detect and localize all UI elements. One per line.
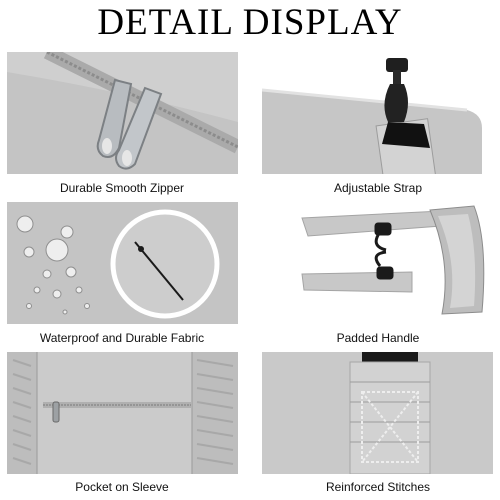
page-title: DETAIL DISPLAY	[97, 2, 403, 43]
strap-detail-image	[262, 52, 493, 174]
zipper-pull-right	[115, 86, 163, 170]
stitches-detail-image	[262, 352, 493, 474]
pocket-zipper	[43, 401, 191, 423]
caption-handle: Padded Handle	[336, 331, 420, 345]
zipper-detail-image	[7, 52, 238, 174]
strap-swivel-hook	[382, 58, 430, 148]
caption-zipper: Durable Smooth Zipper	[59, 181, 185, 195]
caption-pocket: Pocket on Sleeve	[75, 480, 169, 494]
handle-detail-image	[262, 202, 493, 324]
caption-fabric: Waterproof and Durable Fabric	[39, 331, 205, 345]
magnified-fabric-circle	[110, 209, 220, 319]
caption-stitches: Reinforced Stitches	[325, 480, 431, 494]
pocket-detail-image	[7, 352, 238, 474]
box-x-stitch	[361, 391, 419, 463]
handle-clip-hooks	[374, 222, 394, 280]
caption-strap: Adjustable Strap	[333, 181, 423, 195]
fabric-detail-image	[7, 202, 238, 324]
